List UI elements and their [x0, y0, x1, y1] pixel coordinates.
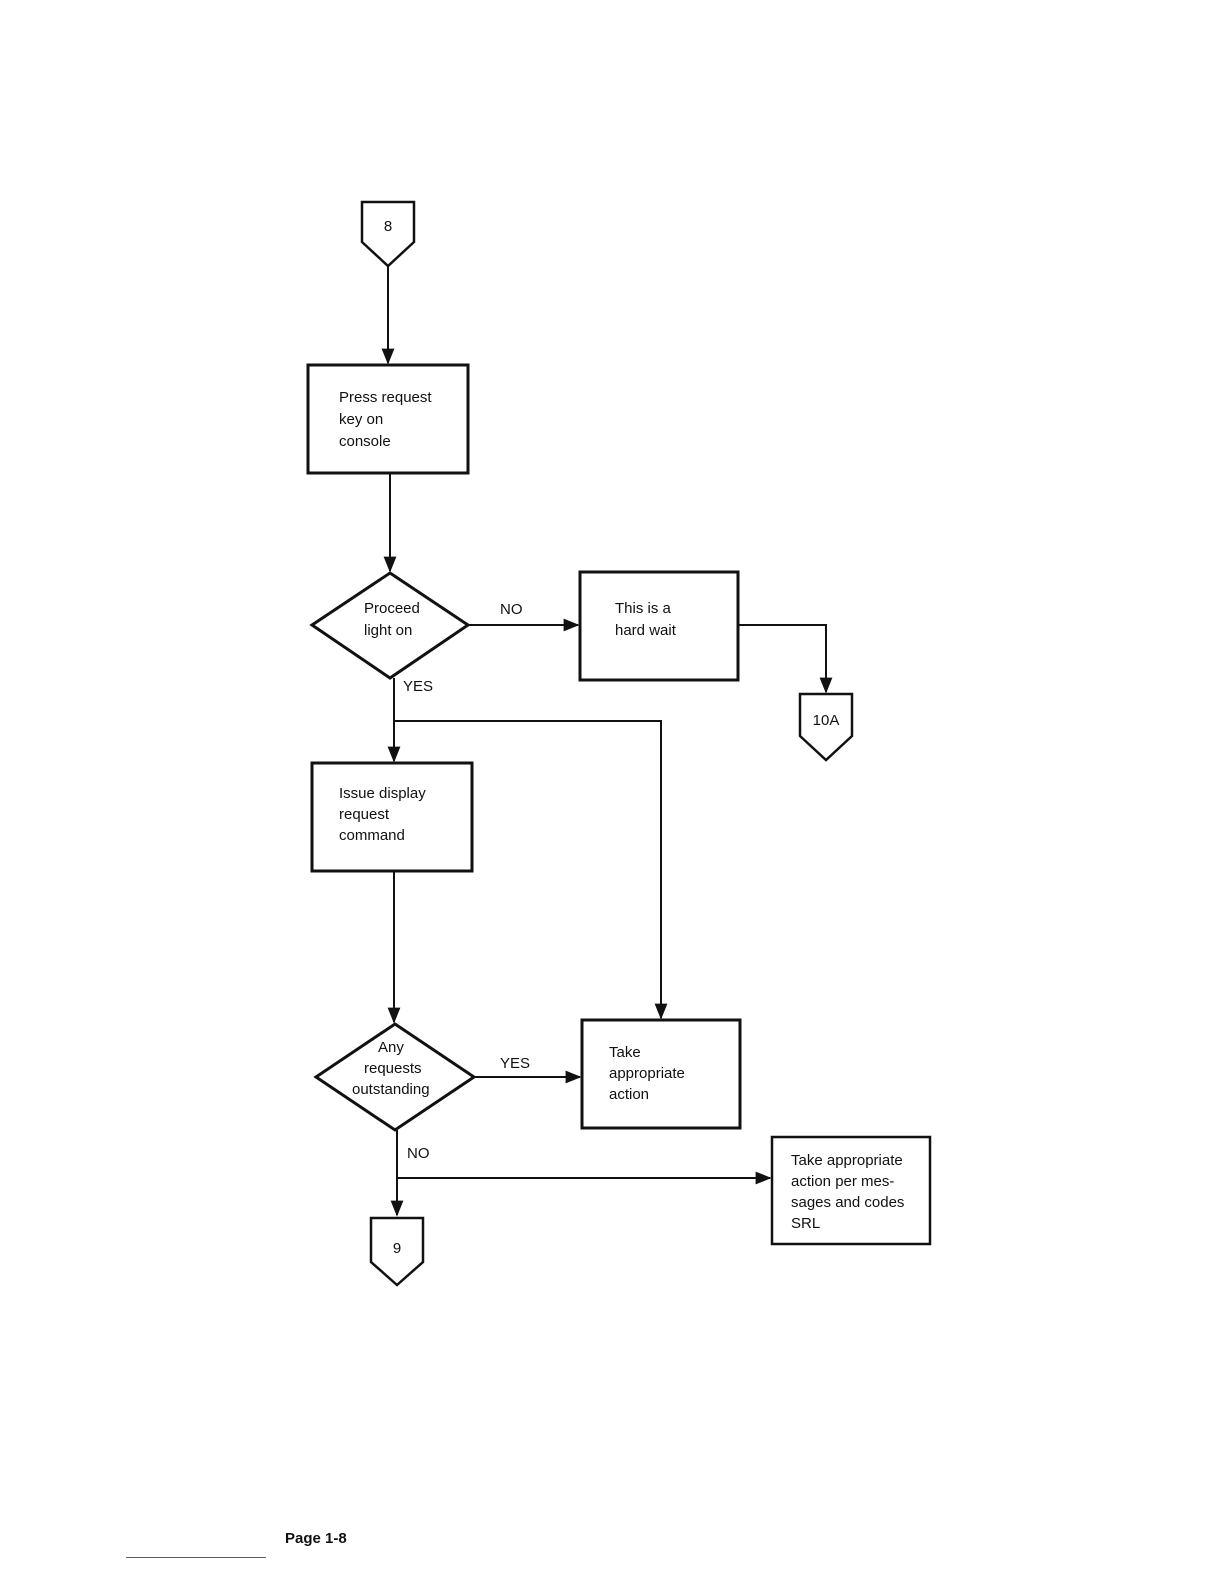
proceed-line-1: Proceed: [364, 600, 420, 617]
take-action-line-3: action: [609, 1086, 649, 1103]
proceed-no-label: NO: [500, 601, 523, 618]
any-requests-line-3: outstanding: [352, 1081, 430, 1098]
take-action-messages-box: Take appropriate action per mes- sages a…: [772, 1137, 930, 1244]
requests-yes-label: YES: [500, 1055, 530, 1072]
hard-wait-line-2: hard wait: [615, 622, 677, 639]
take-action-line-1: Take: [609, 1044, 641, 1061]
issue-display-line-1: Issue display: [339, 785, 426, 802]
hard-wait-line-1: This is a: [615, 600, 672, 617]
press-request-line-3: console: [339, 433, 391, 450]
connector-8: 8: [362, 202, 414, 266]
connector-10a: 10A: [800, 694, 852, 760]
page-number: Page 1-8: [285, 1530, 347, 1547]
hard-wait-box: This is a hard wait: [580, 572, 738, 680]
take-action-messages-line-2: action per mes-: [791, 1173, 894, 1190]
connector-9-label: 9: [393, 1240, 401, 1257]
press-request-line-2: key on: [339, 411, 383, 428]
issue-display-box: Issue display request command: [312, 763, 472, 871]
press-request-box: Press request key on console: [308, 365, 468, 473]
press-request-line-1: Press request: [339, 389, 432, 406]
connector-10a-label: 10A: [813, 712, 840, 729]
take-action-messages-line-1: Take appropriate: [791, 1152, 903, 1169]
requests-no-label: NO: [407, 1145, 430, 1162]
any-requests-line-1: Any: [378, 1039, 404, 1056]
issue-display-line-3: command: [339, 827, 405, 844]
take-action-box: Take appropriate action: [582, 1020, 740, 1128]
take-action-line-2: appropriate: [609, 1065, 685, 1082]
any-requests-line-2: requests: [364, 1060, 422, 1077]
take-action-messages-line-4: SRL: [791, 1215, 820, 1232]
proceed-line-2: light on: [364, 622, 412, 639]
proceed-light-decision: Proceed light on: [312, 573, 468, 678]
issue-display-line-2: request: [339, 806, 390, 823]
proceed-yes-label: YES: [403, 678, 433, 695]
footer-rule: [126, 1557, 266, 1558]
any-requests-decision: Any requests outstanding: [316, 1024, 474, 1130]
connector-8-label: 8: [384, 218, 392, 235]
take-action-messages-line-3: sages and codes: [791, 1194, 904, 1211]
flow-line: [738, 625, 826, 692]
connector-9: 9: [371, 1218, 423, 1285]
